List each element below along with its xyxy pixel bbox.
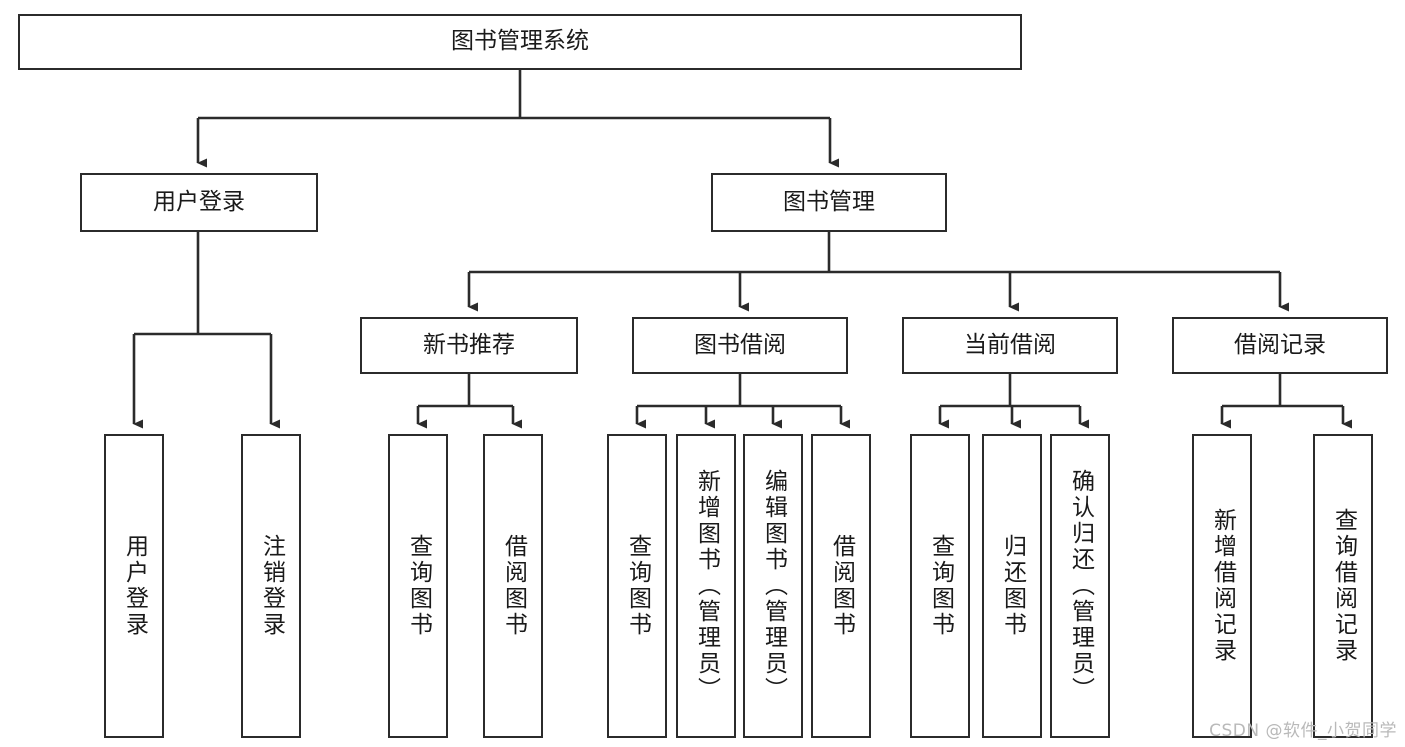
node-leaf-add-borrow-record[interactable]: 新增借阅记录 (1192, 434, 1252, 738)
node-book-borrow-label: 图书借阅 (694, 331, 786, 358)
node-new-book-recommend-label: 新书推荐 (423, 331, 515, 358)
node-leaf-edit-book-label: 编辑图书（管理员） (760, 469, 787, 703)
node-new-book-recommend[interactable]: 新书推荐 (360, 317, 578, 374)
node-current-borrow-label: 当前借阅 (964, 331, 1056, 358)
node-leaf-logout-login-label: 注销登录 (258, 534, 285, 638)
node-leaf-query-book-recommend[interactable]: 查询图书 (388, 434, 448, 738)
node-root-label: 图书管理系统 (451, 28, 589, 55)
node-leaf-add-book-label: 新增图书（管理员） (693, 469, 720, 703)
node-leaf-add-book[interactable]: 新增图书（管理员） (676, 434, 736, 738)
node-leaf-query-book-recommend-label: 查询图书 (405, 534, 432, 638)
node-leaf-query-book-borrow-label: 查询图书 (624, 534, 651, 638)
node-book-management[interactable]: 图书管理 (711, 173, 947, 232)
node-borrow-record[interactable]: 借阅记录 (1172, 317, 1388, 374)
node-leaf-query-book-borrow[interactable]: 查询图书 (607, 434, 667, 738)
node-leaf-return-book[interactable]: 归还图书 (982, 434, 1042, 738)
node-leaf-query-book-current-label: 查询图书 (927, 534, 954, 638)
node-user-login[interactable]: 用户登录 (80, 173, 318, 232)
node-leaf-edit-book[interactable]: 编辑图书（管理员） (743, 434, 803, 738)
node-leaf-add-borrow-record-label: 新增借阅记录 (1209, 508, 1236, 664)
node-book-management-label: 图书管理 (783, 188, 875, 215)
node-leaf-confirm-return-label: 确认归还（管理员） (1067, 469, 1094, 703)
node-leaf-user-login-label: 用户登录 (121, 534, 148, 638)
node-leaf-borrow-book[interactable]: 借阅图书 (811, 434, 871, 738)
node-borrow-record-label: 借阅记录 (1234, 331, 1326, 358)
node-leaf-confirm-return[interactable]: 确认归还（管理员） (1050, 434, 1110, 738)
node-book-borrow[interactable]: 图书借阅 (632, 317, 848, 374)
node-leaf-borrow-book-recommend[interactable]: 借阅图书 (483, 434, 543, 738)
node-leaf-query-book-current[interactable]: 查询图书 (910, 434, 970, 738)
node-leaf-user-login[interactable]: 用户登录 (104, 434, 164, 738)
node-leaf-borrow-book-recommend-label: 借阅图书 (500, 534, 527, 638)
node-root[interactable]: 图书管理系统 (18, 14, 1022, 70)
node-leaf-return-book-label: 归还图书 (999, 534, 1026, 638)
node-current-borrow[interactable]: 当前借阅 (902, 317, 1118, 374)
node-leaf-borrow-book-label: 借阅图书 (828, 534, 855, 638)
node-leaf-logout-login[interactable]: 注销登录 (241, 434, 301, 738)
node-leaf-query-borrow-record-label: 查询借阅记录 (1330, 508, 1357, 664)
node-user-login-label: 用户登录 (153, 188, 245, 215)
node-leaf-query-borrow-record[interactable]: 查询借阅记录 (1313, 434, 1373, 738)
